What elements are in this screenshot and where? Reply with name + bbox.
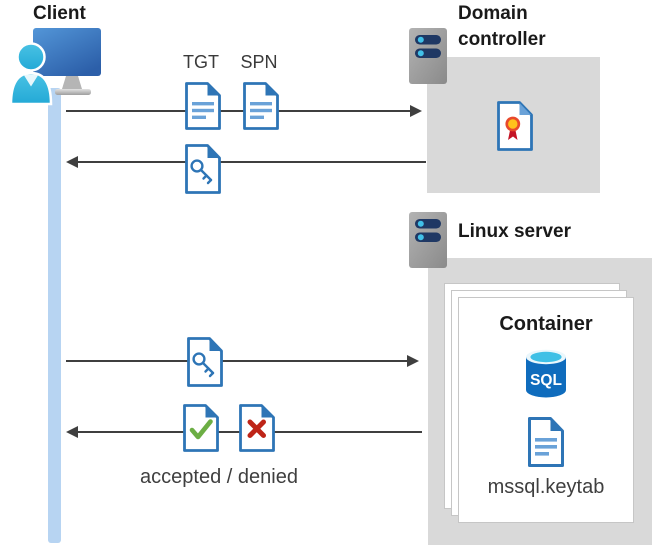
key-glyph <box>192 352 215 378</box>
arrow-ticket-response <box>66 156 426 168</box>
sql-database-icon: SQL <box>526 349 566 398</box>
arrowhead-right-icon <box>410 105 422 117</box>
domain-controller-server-icon <box>409 28 447 84</box>
client-label: Client <box>33 3 86 24</box>
container-card-front <box>458 297 634 523</box>
arrowhead-left-icon <box>66 156 78 168</box>
domain-controller-label: Domain controller <box>458 3 546 50</box>
seal-ribbon-glyph <box>505 116 521 140</box>
arrowhead-left-icon <box>66 426 78 438</box>
spn-document-icon <box>243 82 279 130</box>
key-glyph <box>190 159 213 185</box>
linux-server-icon <box>409 212 447 268</box>
denied-document-icon <box>239 404 275 452</box>
monitor-icon <box>33 28 101 95</box>
arrow-request-tickets <box>66 105 422 117</box>
keytab-label: mssql.keytab <box>487 476 605 498</box>
accepted-denied-label: accepted / denied <box>140 466 298 488</box>
container-label: Container <box>499 313 593 335</box>
certificate-icon <box>497 101 533 151</box>
client-icon <box>9 28 101 106</box>
person-icon <box>9 42 53 106</box>
accepted-document-icon <box>183 404 219 452</box>
arrow-send-ticket <box>66 355 419 367</box>
tgt-label: TGT <box>183 52 219 72</box>
client-timeline-bar <box>48 88 61 543</box>
check-glyph <box>189 419 213 440</box>
key-ticket-request-icon <box>187 337 223 387</box>
tgt-document-icon <box>185 82 221 130</box>
keytab-document-icon <box>528 417 564 467</box>
linux-server-label: Linux server <box>458 221 571 242</box>
cross-glyph <box>247 419 266 438</box>
key-ticket-response-icon <box>185 144 221 194</box>
arrowhead-right-icon <box>407 355 419 367</box>
sql-badge-label: SQL <box>530 372 562 389</box>
spn-label: SPN <box>240 52 278 72</box>
